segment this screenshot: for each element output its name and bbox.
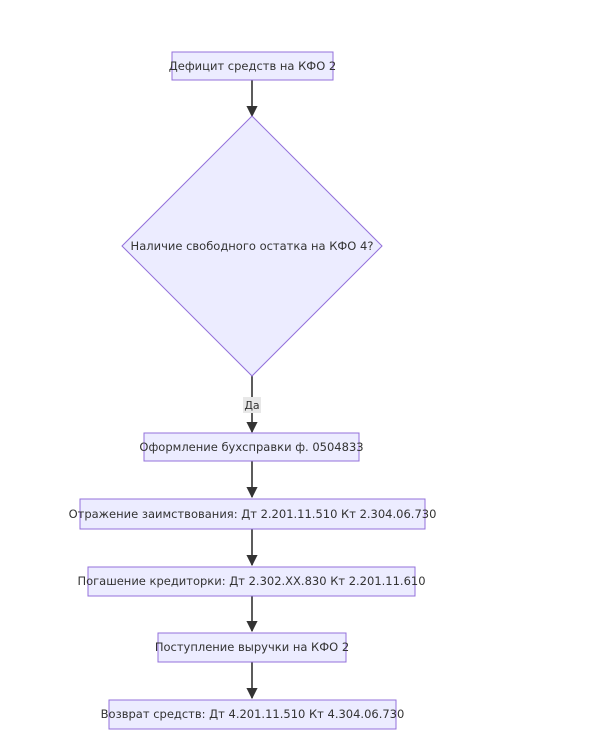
- node-repayment-label: Погашение кредиторки: Дт 2.302.ХХ.830 Кт…: [77, 574, 425, 588]
- node-refund: Возврат средств: Дт 4.201.11.510 Кт 4.30…: [101, 699, 405, 730]
- node-borrowing-label: Отражение заимствования: Дт 2.201.11.510…: [69, 507, 437, 521]
- node-certificate: Оформление бухсправки ф. 0504833: [139, 432, 364, 462]
- node-decision-label: Наличие свободного остатка на КФО 4?: [131, 239, 374, 253]
- node-certificate-label: Оформление бухсправки ф. 0504833: [139, 440, 363, 454]
- node-borrowing: Отражение заимствования: Дт 2.201.11.510…: [69, 498, 437, 530]
- node-deficit: Дефицит средств на КФО 2: [169, 51, 336, 81]
- edge-label-yes: Да: [243, 397, 261, 413]
- node-revenue-label: Поступление выручки на КФО 2: [155, 640, 349, 654]
- node-revenue: Поступление выручки на КФО 2: [155, 632, 349, 663]
- node-decision: Наличие свободного остатка на КФО 4?: [121, 115, 383, 377]
- decision-diamond: [121, 115, 383, 377]
- node-repayment: Погашение кредиторки: Дт 2.302.ХХ.830 Кт…: [77, 566, 426, 597]
- edge-label-yes-text: Да: [244, 399, 259, 412]
- node-deficit-label: Дефицит средств на КФО 2: [169, 59, 336, 73]
- node-refund-label: Возврат средств: Дт 4.201.11.510 Кт 4.30…: [101, 707, 405, 721]
